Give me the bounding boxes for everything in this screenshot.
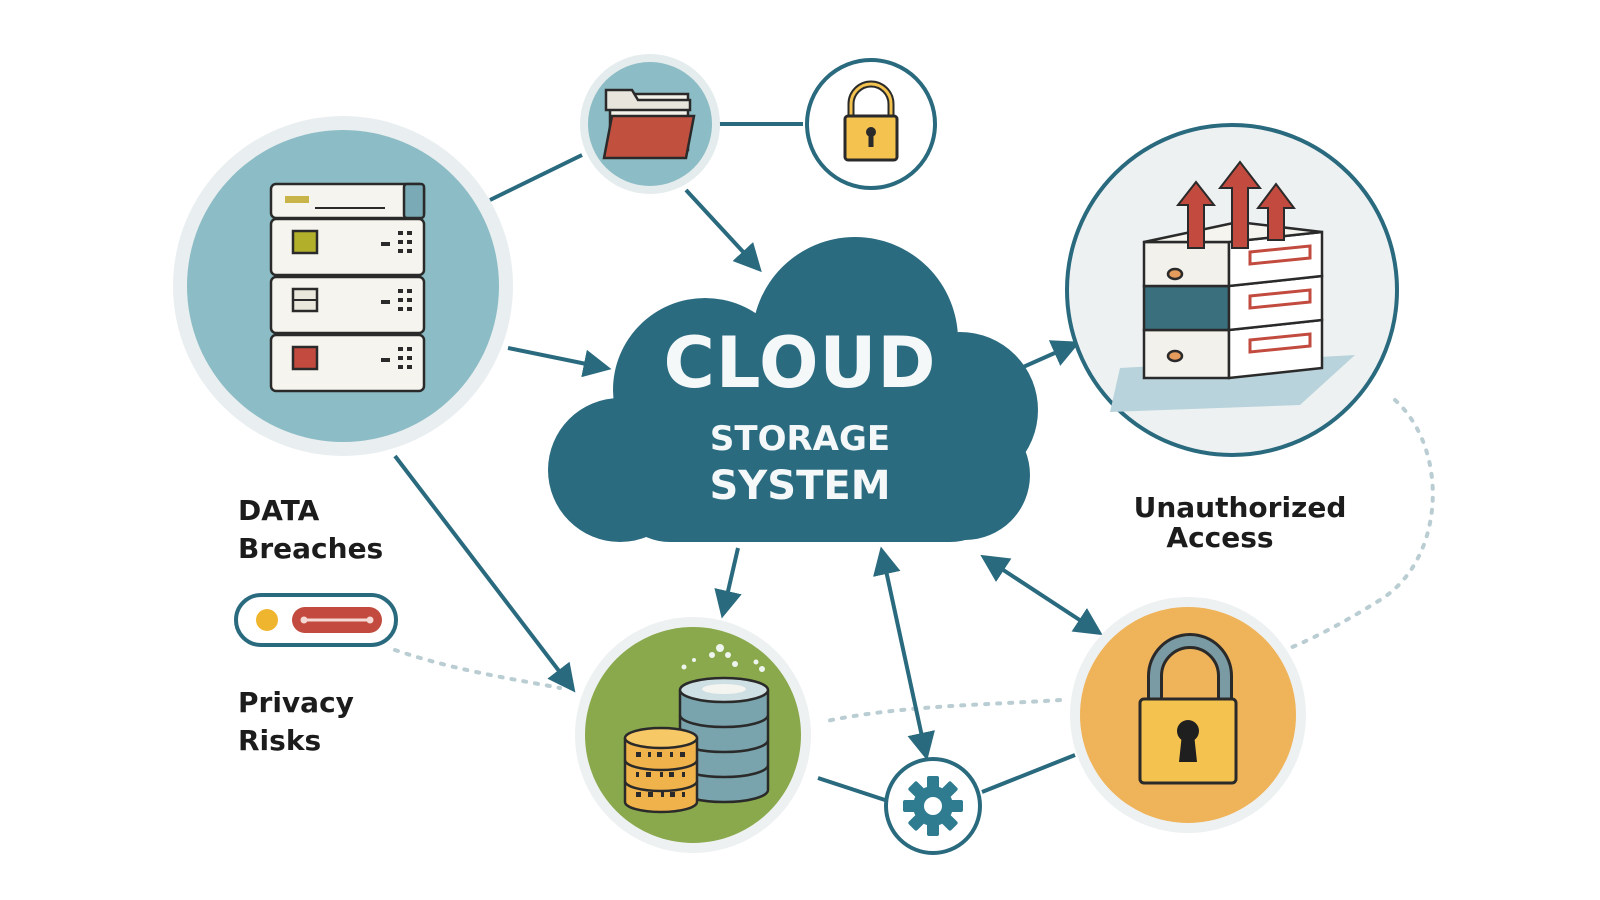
arrow-cloud-lock-bidirectional [980,554,1103,636]
label-privacy-risks-line2: Risks [238,724,322,757]
cloud-title-line1: CLOUD [663,322,937,404]
server-rack-icon [269,182,426,393]
arrow-server-to-cloud [507,346,612,378]
dotted-link-access-to-lock [1283,398,1435,652]
cloud-title-line2: STORAGE [709,419,891,459]
label-data-breaches-line2: Breaches [238,532,384,565]
dotted-link-lock-to-database [820,698,1062,724]
dotted-connectors [393,398,1435,724]
solid-connectors [489,122,1076,802]
link-database-to-gear [817,776,886,802]
arrow-cloud-to-database [714,547,742,619]
arrow-server-to-database [393,454,576,693]
server-upload-node [1065,123,1399,457]
padlock-node [805,58,937,190]
large-padlock-icon [1138,633,1238,785]
folder-node [580,54,720,194]
toggle-icon [256,607,382,633]
cloud-title-line3: SYSTEM [709,463,891,509]
gear-icon [903,776,963,836]
database-node [575,617,811,853]
database-bits [636,752,685,797]
toggle-node [234,593,398,647]
sparkle-dots [681,644,765,672]
padlock-icon [843,80,899,162]
label-data-breaches-line1: DATA [238,494,320,527]
link-gear-to-lock [981,753,1076,794]
large-padlock-node [1070,597,1306,833]
label-unauthorized-access-line1: Unauthorized [1133,491,1347,524]
link-server-to-folder [489,153,583,202]
server-upload-icon [1110,160,1355,412]
cloud-shape [548,237,1038,542]
server-rack-node [173,116,513,456]
arrow-folder-to-cloud [684,188,762,273]
arrow-cloud-gear-bidirectional [873,546,935,761]
label-privacy-risks-line1: Privacy [238,686,354,719]
dotted-link-toggle-to-database [393,648,562,690]
gear-node [884,757,982,855]
label-unauthorized-access-line2: Access [1166,521,1274,554]
arrows [393,188,1103,761]
folder-icon [602,88,696,160]
